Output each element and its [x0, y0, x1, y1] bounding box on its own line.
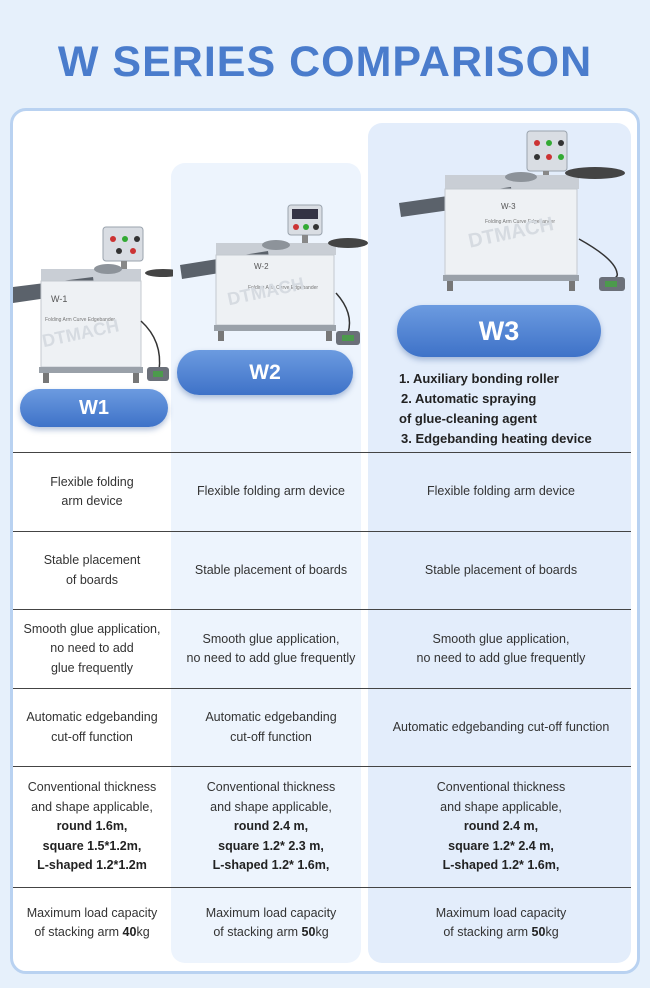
w1-machine-image: W-1 Folding Arm Curve Edgebander DTMACH	[13, 226, 173, 383]
row-divider	[13, 452, 631, 453]
w1-label-pill: W1	[20, 389, 168, 427]
row3-w3-cell: Smooth glue application,no need to add g…	[416, 631, 586, 666]
row1-w2-cell: Flexible folding arm device	[197, 484, 345, 499]
row2-w2-cell: Stable placement of boards	[194, 562, 348, 577]
page-title: W SERIES COMPARISON	[57, 38, 593, 86]
row-divider	[13, 609, 631, 610]
row-divider	[13, 688, 631, 689]
w3-feature-2: 2. Automatic spraying	[401, 391, 537, 406]
w3-machine-image: W-3 Folding Arm Curve Edgebander DTMACH	[399, 130, 625, 291]
row5-w3-cell: Conventional thickness and shape applica…	[436, 780, 566, 873]
w3-label-pill: W3	[397, 305, 601, 357]
w3-machine-caption: Folding Arm Curve Edgebander	[485, 219, 555, 225]
row2-w3-cell: Stable placement of boards	[424, 562, 578, 577]
w2-machine-image: W-2 Folding Arm Curve Edgebander DTMACH	[180, 204, 368, 345]
w3-machine-plate: W-3	[501, 202, 516, 211]
w3-feature-1: 1. Auxiliary bonding roller	[399, 371, 559, 386]
w1-machine-plate: W-1	[51, 294, 67, 304]
row-divider	[13, 766, 631, 767]
row5-w1-cell: Conventional thickness and shape applica…	[27, 780, 157, 873]
row-divider	[13, 531, 631, 532]
w3-feature-list: 1. Auxiliary bonding roller 2. Automatic…	[399, 369, 629, 449]
w2-label-pill: W2	[177, 350, 353, 395]
comparison-card: W-1 Folding Arm Curve Edgebander DTMACH …	[10, 108, 640, 974]
row-divider	[13, 887, 631, 888]
row3-w2-cell: Smooth glue application,no need to add g…	[186, 631, 356, 666]
w1-machine-caption: Folding Arm Curve Edgebander	[45, 317, 115, 323]
row1-w3-cell: Flexible folding arm device	[427, 484, 575, 499]
row4-w3-cell: Automatic edgebanding cut-off function	[392, 719, 610, 734]
row5-w2-cell: Conventional thickness and shape applica…	[206, 780, 336, 873]
w3-feature-2-cont: of glue-cleaning agent	[399, 411, 537, 426]
w3-feature-3: 3. Edgebanding heating device	[401, 431, 592, 446]
w2-machine-plate: W-2	[254, 262, 269, 271]
w2-machine-caption: Folding Arm Curve Edgebander	[248, 285, 318, 291]
